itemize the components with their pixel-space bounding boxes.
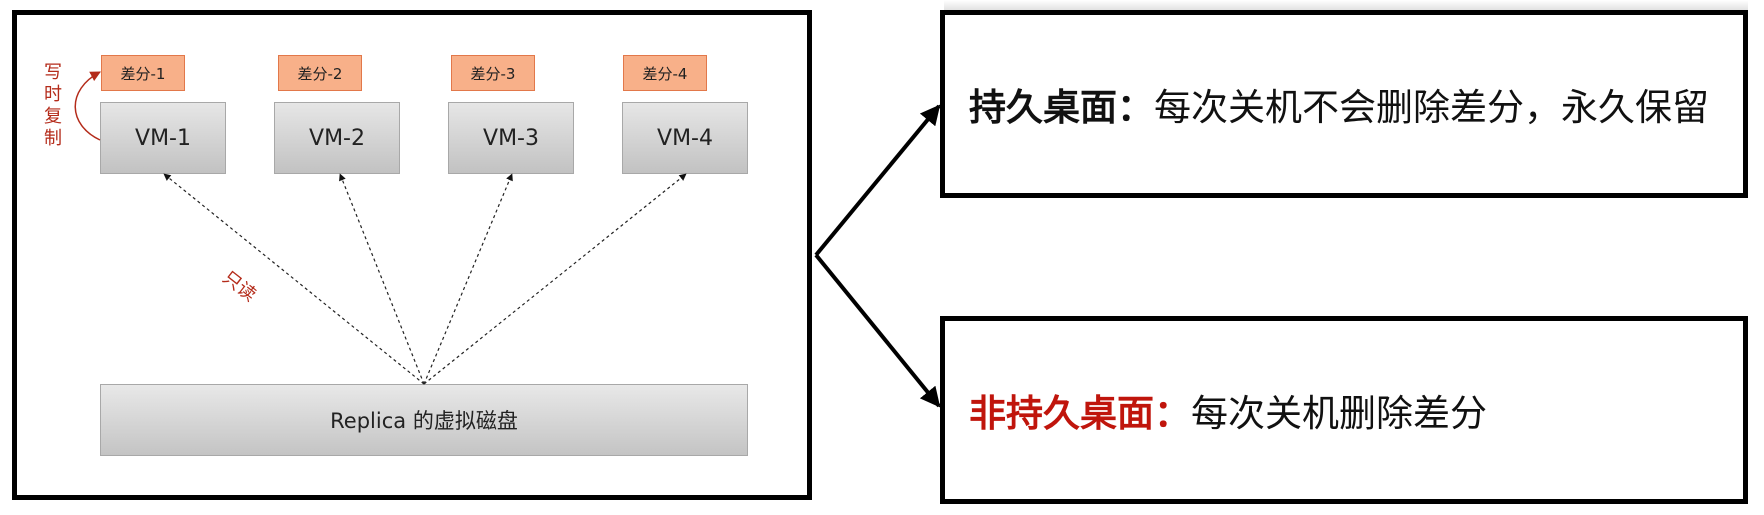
- replica-disk-box: Replica 的虚拟磁盘: [100, 384, 748, 456]
- diff-2-box: 差分-2: [278, 55, 362, 91]
- diff-3-box: 差分-3: [451, 55, 535, 91]
- copy-on-write-char: 写: [44, 62, 62, 83]
- persistent-desktop-box: 持久桌面： 每次关机不会删除差分，永久保留: [940, 10, 1748, 198]
- readonly-line-vm3: [423, 173, 513, 385]
- nonpersistent-description: 每次关机删除差分: [1191, 392, 1487, 435]
- diff-1-box: 差分-1: [101, 55, 185, 91]
- nonpersistent-desktop-box: 非持久桌面： 每次关机删除差分: [940, 316, 1748, 504]
- vm-3-box: VM-3: [448, 102, 574, 174]
- persistent-description: 每次关机不会删除差分，永久保留: [1154, 86, 1709, 129]
- vm-4-box: VM-4: [622, 102, 748, 174]
- arrow-to-persistent: [814, 104, 941, 257]
- arrow-to-nonpersistent: [814, 253, 941, 408]
- persistent-keyword: 持久桌面：: [969, 86, 1154, 129]
- diff-4-box: 差分-4: [623, 55, 707, 91]
- copy-on-write-label: 写 时 复 制: [40, 62, 66, 150]
- copy-on-write-char: 复: [44, 106, 62, 127]
- copy-on-write-char: 时: [44, 84, 62, 105]
- top-shadow: [944, 0, 1748, 12]
- vm-1-box: VM-1: [100, 102, 226, 174]
- vm-2-box: VM-2: [274, 102, 400, 174]
- readonly-line-vm1: [163, 173, 425, 385]
- readonly-line-vm2: [339, 173, 425, 385]
- copy-on-write-arrow: [74, 71, 101, 141]
- nonpersistent-keyword: 非持久桌面：: [969, 392, 1191, 435]
- copy-on-write-char: 制: [44, 128, 62, 149]
- readonly-line-vm4: [423, 173, 687, 385]
